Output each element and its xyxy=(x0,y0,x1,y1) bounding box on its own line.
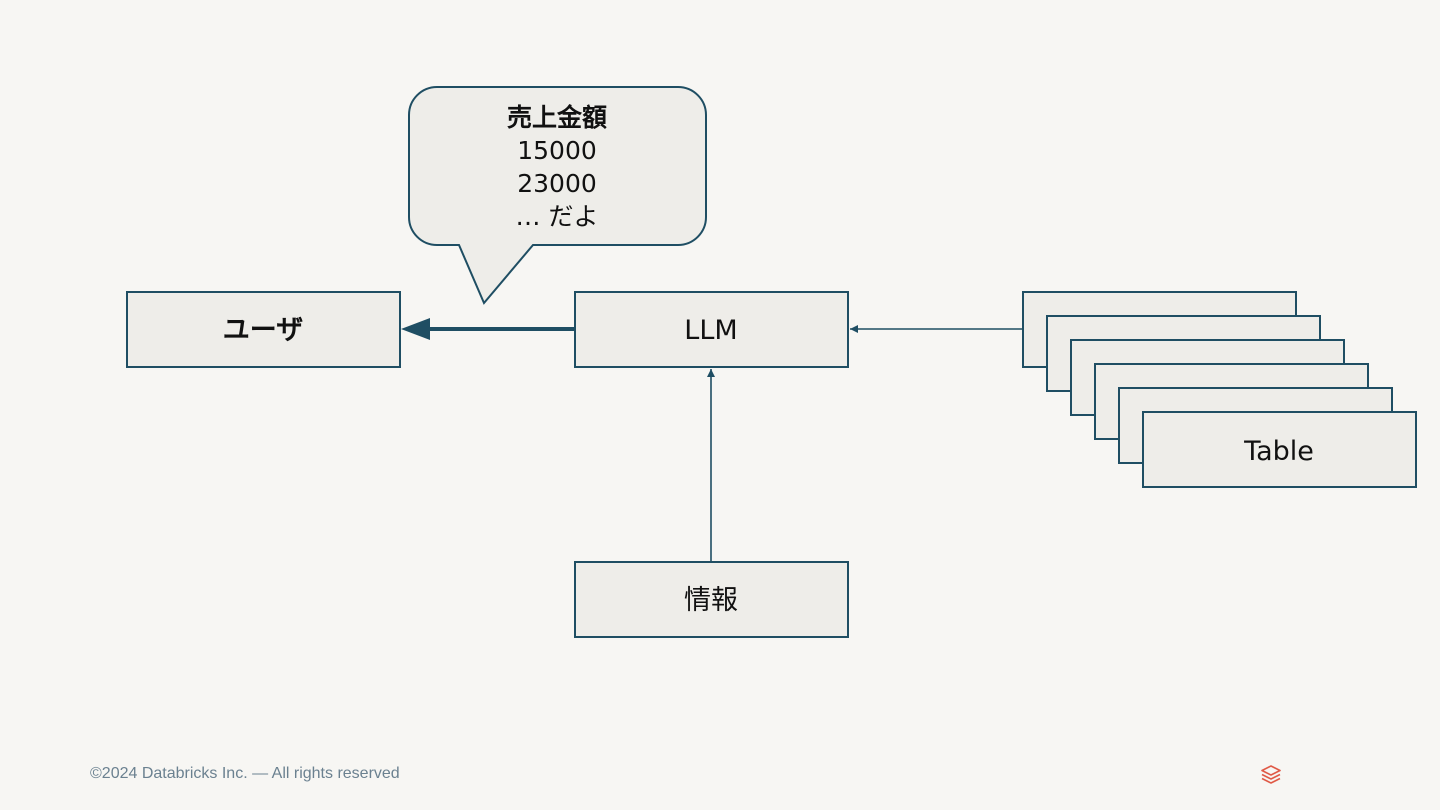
table-label: Table xyxy=(1243,436,1314,467)
user-box xyxy=(126,291,401,368)
table-stack: Table xyxy=(1022,291,1417,488)
speech-bubble-shape xyxy=(408,86,707,305)
info-node: 情報 xyxy=(574,561,849,638)
footer-copyright: ©2024 Databricks Inc. — All rights reser… xyxy=(90,765,400,782)
llm-node: LLM xyxy=(574,291,849,368)
bubble-line-3: 23000 xyxy=(517,169,597,198)
llm-box xyxy=(574,291,849,368)
bubble-line-2: 15000 xyxy=(517,136,597,165)
llm-to-user-arrow xyxy=(401,318,575,340)
table-box-6 xyxy=(1142,411,1417,488)
user-node: ユーザ xyxy=(126,291,401,368)
bubble-line-4: … だよ xyxy=(516,202,599,231)
user-label: ユーザ xyxy=(223,315,303,346)
info-label: 情報 xyxy=(684,585,738,616)
bubble-line-1: 売上金額 xyxy=(507,103,607,132)
llm-label: LLM xyxy=(684,315,737,346)
speech-bubble: 売上金額 15000 23000 … だよ xyxy=(408,86,707,305)
info-box xyxy=(574,561,849,638)
llm-to-user-arrowhead xyxy=(401,318,430,340)
databricks-logo-icon xyxy=(1261,765,1281,784)
